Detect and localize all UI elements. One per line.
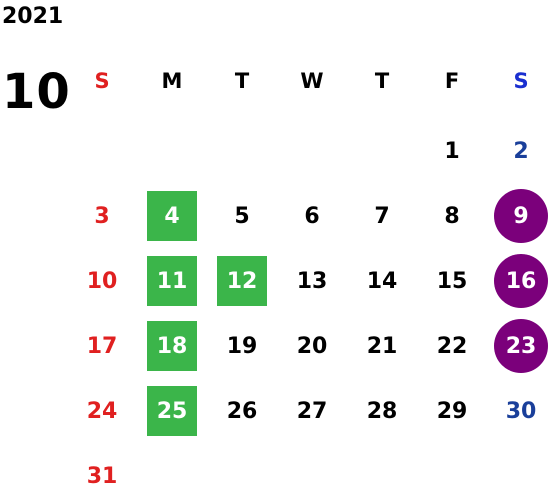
month-number: 10 <box>2 64 71 120</box>
header-thursday: T <box>374 69 390 93</box>
calendar-day-16[interactable]: 16 <box>494 254 548 308</box>
calendar-day-2[interactable]: 2 <box>513 138 529 164</box>
calendar-day-8[interactable]: 8 <box>444 203 460 229</box>
calendar-day-21[interactable]: 21 <box>366 333 398 359</box>
calendar-day-1[interactable]: 1 <box>444 138 460 164</box>
calendar-day-29[interactable]: 29 <box>436 398 468 424</box>
calendar-day-11[interactable]: 11 <box>147 256 197 306</box>
header-monday: M <box>161 69 183 93</box>
header-sunday: S <box>94 69 110 93</box>
calendar-day-26[interactable]: 26 <box>226 398 258 424</box>
calendar-day-14[interactable]: 14 <box>366 268 398 294</box>
calendar-day-20[interactable]: 20 <box>296 333 328 359</box>
calendar-day-12[interactable]: 12 <box>217 256 267 306</box>
header-wednesday: W <box>300 69 324 93</box>
calendar-day-30[interactable]: 30 <box>505 398 537 424</box>
calendar-day-7[interactable]: 7 <box>374 203 390 229</box>
calendar-day-5[interactable]: 5 <box>234 203 250 229</box>
header-saturday: S <box>513 69 529 93</box>
calendar-day-24[interactable]: 24 <box>86 398 118 424</box>
calendar-day-23[interactable]: 23 <box>494 319 548 373</box>
calendar-day-18[interactable]: 18 <box>147 321 197 371</box>
calendar-day-25[interactable]: 25 <box>147 386 197 436</box>
header-tuesday: T <box>234 69 250 93</box>
calendar-day-27[interactable]: 27 <box>296 398 328 424</box>
calendar-day-15[interactable]: 15 <box>436 268 468 294</box>
calendar-day-22[interactable]: 22 <box>436 333 468 359</box>
calendar-day-28[interactable]: 28 <box>366 398 398 424</box>
calendar-day-13[interactable]: 13 <box>296 268 328 294</box>
year-label: 2021 <box>2 4 64 29</box>
calendar-day-19[interactable]: 19 <box>226 333 258 359</box>
calendar-day-4[interactable]: 4 <box>147 191 197 241</box>
calendar-day-17[interactable]: 17 <box>86 333 118 359</box>
calendar-day-10[interactable]: 10 <box>86 268 118 294</box>
calendar-day-6[interactable]: 6 <box>304 203 320 229</box>
calendar-day-3[interactable]: 3 <box>94 203 110 229</box>
calendar-day-9[interactable]: 9 <box>494 189 548 243</box>
header-friday: F <box>444 69 460 93</box>
calendar-day-31[interactable]: 31 <box>86 463 118 489</box>
